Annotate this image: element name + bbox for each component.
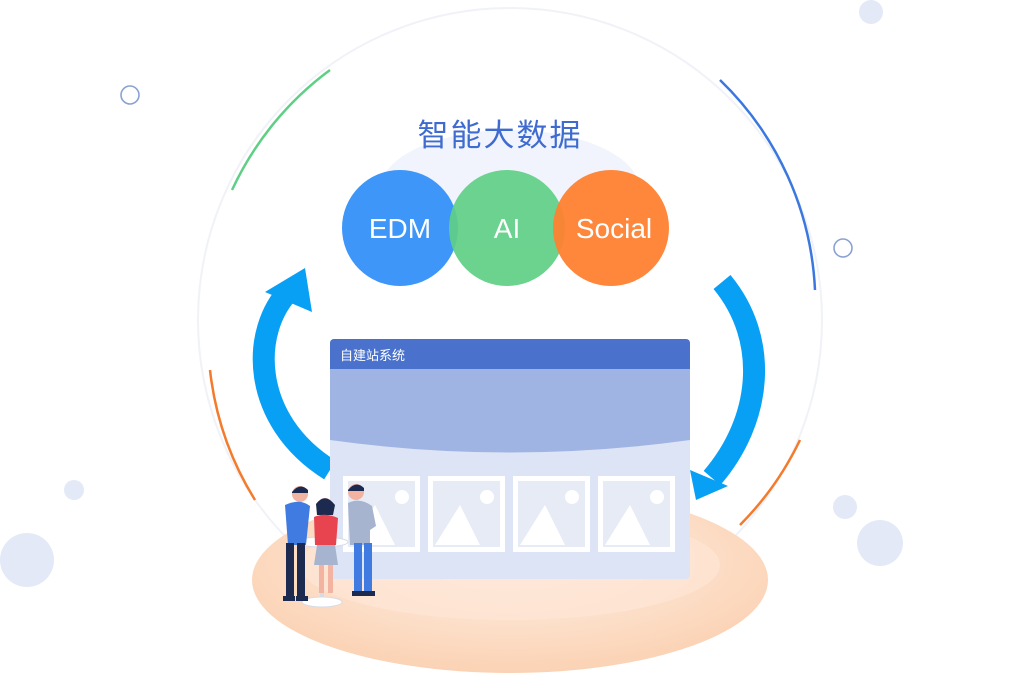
bubble-ring-right [833, 238, 853, 258]
venn-circles [342, 170, 669, 286]
circle-ai [449, 170, 565, 286]
circle-label-edm: EDM [368, 213, 432, 244]
right-arrow-arc [703, 274, 766, 486]
window-title: 自建站系统 [340, 349, 406, 364]
right-arrow-head [690, 470, 728, 500]
person-woman-middle [314, 498, 338, 593]
cycle-arrows [252, 268, 766, 500]
decor-bubbles [0, 0, 903, 587]
circle-edm [342, 170, 458, 286]
website-window [330, 339, 690, 579]
people-illustration [283, 484, 376, 608]
left-arrow-head [265, 268, 312, 312]
circle-label-social: Social [575, 213, 653, 244]
circle-label-ai: AI [493, 213, 521, 244]
bubble-ring-left [120, 85, 140, 105]
image-placeholder [428, 476, 505, 552]
bubble-small-left [64, 480, 84, 500]
person-man-right [348, 484, 376, 596]
image-placeholder [513, 476, 590, 552]
bubble-large-left [0, 533, 54, 587]
left-arrow-arc [252, 282, 337, 480]
window-banner [330, 369, 690, 453]
bubble-large-right [857, 520, 903, 566]
image-placeholder [598, 476, 675, 552]
bubble-top-right [859, 0, 883, 24]
bubble-small-right [833, 495, 857, 519]
circle-social [553, 170, 669, 286]
page-title: 智能大数据 [417, 118, 583, 154]
table-base [301, 596, 343, 608]
person-man-left [283, 486, 310, 601]
